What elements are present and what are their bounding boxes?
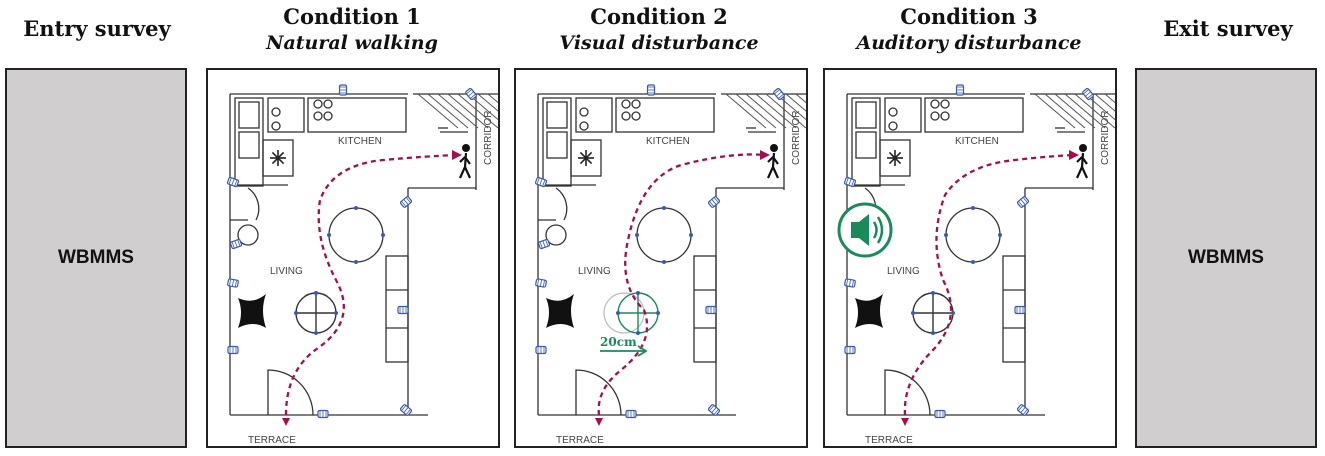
walking-person-icon — [1075, 144, 1089, 179]
entry-survey-title: Entry survey — [23, 16, 171, 41]
camera-icon — [1016, 196, 1030, 208]
terrace-label: TERRACE — [865, 435, 913, 446]
corridor-label: CORRIDOR — [791, 111, 802, 165]
condition-2-subtitle: Visual disturbance — [559, 32, 759, 54]
small-round-table — [295, 292, 337, 334]
floorplan-walls — [229, 93, 498, 416]
corridor-hatch — [725, 93, 806, 129]
condition-1-floorplan-drawing: KITCHEN LIVING CORRIDOR TERRACE — [226, 84, 498, 446]
camera-icon — [465, 87, 477, 101]
living-label: LIVING — [887, 266, 920, 277]
condition-3-title: Condition 3 — [900, 4, 1038, 29]
condition-1-title: Condition 1 — [283, 4, 421, 29]
walking-person-icon — [766, 144, 780, 179]
armchair-icon — [546, 294, 574, 328]
path-arrowheads — [282, 150, 462, 426]
camera-icon — [535, 345, 547, 355]
exit-survey-title: Exit survey — [1163, 16, 1293, 41]
condition-1-header: Condition 1 Natural walking — [205, 4, 499, 56]
terrace-label: TERRACE — [248, 435, 296, 446]
condition-1-subtitle: Natural walking — [266, 32, 438, 54]
corridor-hatch — [1034, 93, 1115, 129]
camera-icon — [1082, 87, 1094, 101]
condition-3-floorplan-drawing: KITCHEN LIVING CORRIDOR TERRACE — [837, 84, 1115, 446]
camera-icon — [338, 84, 348, 96]
condition-3-subtitle: Auditory disturbance — [856, 32, 1082, 54]
walking-person-icon — [458, 144, 472, 179]
camera-icon — [646, 84, 656, 96]
kitchen-label: KITCHEN — [955, 136, 999, 147]
walking-path — [284, 153, 459, 416]
terrace-label: TERRACE — [556, 435, 604, 446]
kitchen-label: KITCHEN — [646, 136, 690, 147]
round-table — [635, 206, 693, 264]
camera-icon — [227, 345, 239, 355]
corridor-label: CORRIDOR — [1100, 111, 1111, 165]
entry-survey-header: Entry survey — [2, 16, 192, 42]
condition-3-header: Condition 3 Auditory disturbance — [822, 4, 1116, 56]
camera-icon — [955, 84, 965, 96]
condition-2-title: Condition 2 — [590, 4, 728, 29]
camera-icon — [705, 305, 717, 315]
camera-icon — [707, 404, 721, 416]
snowflake-icon — [578, 150, 594, 166]
exit-survey-header: Exit survey — [1133, 16, 1323, 42]
entry-survey-label: WBMMS — [58, 247, 134, 268]
living-label: LIVING — [270, 266, 303, 277]
camera-icon — [844, 278, 856, 288]
camera-icon — [399, 196, 413, 208]
snowflake-icon — [270, 150, 286, 166]
camera-icon — [227, 278, 239, 288]
camera-icon — [843, 176, 857, 188]
condition-2-floorplan-drawing: KITCHEN LIVING CORRIDOR TERRACE 20cm — [534, 84, 806, 446]
exit-survey-box: WBMMS — [1135, 68, 1317, 448]
condition-1-floorplan: KITCHEN LIVING CORRIDOR TERRACE — [206, 68, 500, 448]
camera-icon — [625, 409, 637, 419]
camera-icon — [707, 196, 721, 208]
camera-icon — [226, 176, 240, 188]
round-table — [327, 206, 385, 264]
kitchen-label: KITCHEN — [338, 136, 382, 147]
path-arrowheads — [595, 150, 770, 426]
condition-3-floorplan: KITCHEN LIVING CORRIDOR TERRACE — [823, 68, 1117, 448]
condition-2-floorplan: KITCHEN LIVING CORRIDOR TERRACE 20cm — [514, 68, 808, 448]
armchair-icon — [238, 294, 266, 328]
camera-icon — [773, 87, 785, 101]
entry-survey-box: WBMMS — [5, 68, 187, 448]
walking-path — [903, 153, 1076, 416]
camera-icon — [1016, 404, 1030, 416]
floorplan-walls — [537, 93, 806, 416]
living-label: LIVING — [578, 266, 611, 277]
camera-icon — [934, 409, 946, 419]
camera-icon — [844, 345, 856, 355]
camera-icon — [534, 176, 548, 188]
snowflake-icon — [887, 150, 903, 166]
camera-icon — [1014, 305, 1026, 315]
corridor-label: CORRIDOR — [483, 111, 494, 165]
camera-icon — [317, 409, 329, 419]
arrow-right-icon — [600, 345, 648, 357]
camera-icon — [535, 278, 547, 288]
walking-path — [597, 153, 767, 416]
camera-icon — [537, 238, 551, 250]
exit-survey-label: WBMMS — [1188, 247, 1264, 268]
camera-icon — [229, 238, 243, 250]
condition-2-header: Condition 2 Visual disturbance — [512, 4, 806, 56]
small-round-table — [617, 292, 659, 334]
round-table — [944, 206, 1002, 264]
camera-icon — [397, 305, 409, 315]
camera-icon — [399, 404, 413, 416]
armchair-icon — [855, 294, 883, 328]
speaker-icon — [837, 202, 893, 258]
path-arrowheads — [901, 150, 1079, 426]
distance-label: 20cm — [600, 335, 637, 349]
corridor-hatch — [417, 93, 498, 129]
